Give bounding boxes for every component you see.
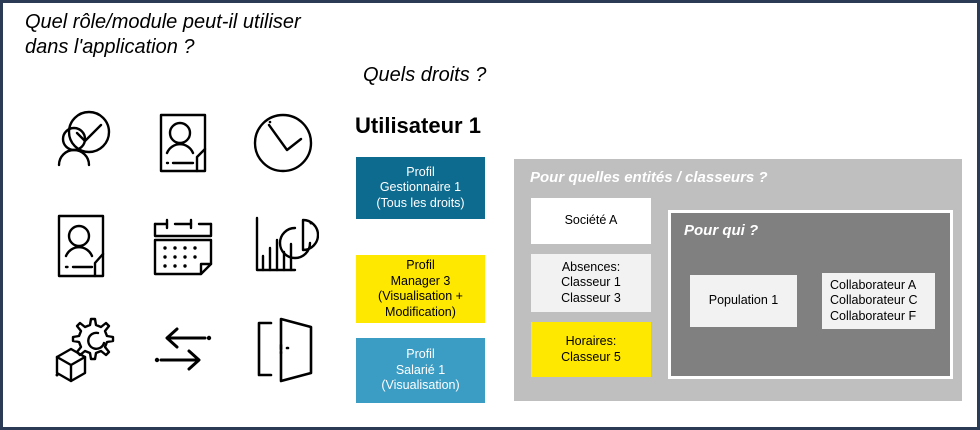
entities-panel: Pour quelles entités / classeurs ? Socié… [514,159,962,401]
who-box-population[interactable]: Population 1 [690,275,797,327]
who-panel-title: Pour qui ? [684,222,759,239]
user-title: Utilisateur 1 [355,113,481,138]
profile-chip-salarie[interactable]: Profil Salarié 1 (Visualisation) [356,338,485,403]
clock-icon [247,107,319,179]
user-check-icon [47,107,119,179]
question-role-module: Quel rôle/module peut-il utiliser dans l… [25,11,301,58]
profile-chip-manager[interactable]: Profil Manager 3 (Visualisation + Modifi… [356,255,485,323]
who-panel: Pour qui ? Population 1 Collaborateur A … [668,210,953,379]
profile-chip-gestionnaire[interactable]: Profil Gestionnaire 1 (Tous les droits) [356,157,485,219]
who-box-collaborateurs[interactable]: Collaborateur A Collaborateur C Collabor… [822,273,935,329]
cube-gear-icon [47,313,119,385]
module-icon-grid [33,91,333,401]
entity-box-absences[interactable]: Absences: Classeur 1 Classeur 3 [531,254,651,312]
exchange-arrows-icon [147,313,219,385]
person-document-icon [47,210,119,282]
id-badge-icon [147,107,219,179]
entity-box-societe[interactable]: Société A [531,198,651,244]
bar-pie-chart-icon [247,210,319,282]
calendar-icon [147,210,219,282]
entities-panel-title: Pour quelles entités / classeurs ? [530,169,768,186]
question-rights: Quels droits ? [363,64,487,86]
open-door-icon [247,313,319,385]
entity-box-horaires[interactable]: Horaires: Classeur 5 [531,322,651,377]
